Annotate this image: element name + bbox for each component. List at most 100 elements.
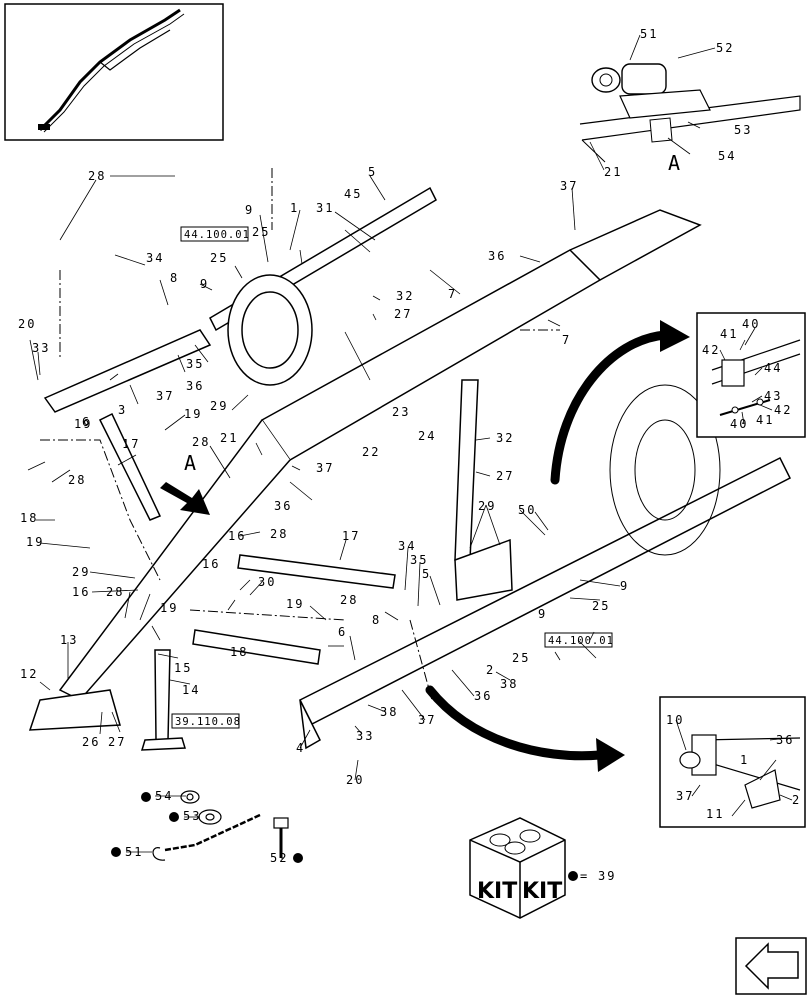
callout-1b: 1: [740, 753, 749, 767]
callout-25-top: 25: [252, 225, 270, 239]
callout-9b: 9: [200, 277, 209, 291]
callout-8: 8: [170, 271, 179, 285]
callout-22: 22: [362, 445, 380, 459]
callout-2b: 2: [792, 793, 801, 807]
callout-27c: 27: [108, 735, 126, 749]
phantom-lines: [40, 168, 560, 701]
svg-text:44.100.01: 44.100.01: [184, 229, 250, 241]
callout-35b: 35: [410, 553, 428, 567]
kit-box-label-right: KIT: [522, 879, 562, 904]
svg-text:39.110.08: 39.110.08: [175, 716, 241, 728]
ref-box-b[interactable]: 44.100.01: [544, 632, 614, 648]
callout-29c: 29: [478, 499, 496, 513]
callout-30: 30: [258, 575, 276, 589]
callout-24: 24: [418, 429, 436, 443]
detail-inset-swivel: [579, 63, 801, 163]
callout-31: 31: [316, 201, 334, 215]
callout-9c: 9: [620, 579, 629, 593]
callout-54: 54: [718, 149, 736, 163]
callout-48: 53: [183, 809, 201, 823]
callout-29: 29: [210, 399, 228, 413]
ref-box-a[interactable]: 44.100.01: [180, 226, 250, 242]
kit-legend-equals: =: [580, 869, 589, 883]
callout-labels: 28 1 31 45 5 9 25 25 9 51 52 53 54 21 37…: [18, 27, 801, 883]
kit-box-icon: KIT KIT: [469, 817, 566, 919]
callout-42: 42: [702, 343, 720, 357]
detail-inset-bracket: [659, 696, 806, 828]
callout-8b: 8: [372, 613, 381, 627]
section-label-detail: A: [668, 151, 680, 175]
callout-37d: 37: [676, 789, 694, 803]
callout-37b: 37: [316, 461, 334, 475]
section-label-main: A: [184, 451, 196, 475]
callout-36-top: 36: [488, 249, 506, 263]
callout-28c: 28: [68, 473, 86, 487]
callout-18: 18: [20, 511, 38, 525]
callout-14: 14: [182, 683, 200, 697]
callout-10: 10: [666, 713, 684, 727]
callout-50: 50: [518, 503, 536, 517]
callout-49: 54: [155, 789, 173, 803]
callout-29b: 29: [72, 565, 90, 579]
callout-13: 13: [60, 633, 78, 647]
callout-40: 40: [742, 317, 760, 331]
callout-41b: 41: [756, 413, 774, 427]
callout-21: 21: [220, 431, 238, 445]
callout-32: 32: [396, 289, 414, 303]
callout-20: 20: [18, 317, 36, 331]
callout-36: 36: [186, 379, 204, 393]
callout-4: 4: [296, 741, 305, 755]
callout-21-detail: 21: [604, 165, 622, 179]
callout-34b: 34: [398, 539, 416, 553]
callout-53: 53: [734, 123, 752, 137]
callout-38: 38: [500, 677, 518, 691]
callout-2: 2: [486, 663, 495, 677]
back-arrow-icon[interactable]: [735, 937, 807, 995]
callout-37: 37: [156, 389, 174, 403]
kit-markers: [111, 792, 578, 881]
callout-7b: 7: [562, 333, 571, 347]
callout-5: 5: [368, 165, 377, 179]
callout-19b: 19: [74, 417, 92, 431]
callout-19e: 19: [286, 597, 304, 611]
callout-51: 51: [640, 27, 658, 41]
callout-33b: 33: [356, 729, 374, 743]
callout-15: 15: [174, 661, 192, 675]
callout-27b: 27: [496, 469, 514, 483]
callout-7: 7: [448, 287, 457, 301]
callout-3: 3: [118, 403, 127, 417]
main-frame: [28, 186, 792, 751]
callout-28d: 28: [270, 527, 288, 541]
callout-27: 27: [394, 307, 412, 321]
callout-37c: 37: [418, 713, 436, 727]
callout-42b: 42: [774, 403, 792, 417]
callout-11: 11: [706, 807, 724, 821]
callout-28e: 28: [106, 585, 124, 599]
detail-inset-shafts: [696, 312, 806, 438]
callout-47: 52: [270, 851, 288, 865]
overview-thumbnail: [4, 3, 224, 141]
callout-39: 39: [598, 869, 616, 883]
callout-46: 51: [125, 845, 143, 859]
callout-18b: 18: [230, 645, 248, 659]
callout-32b: 32: [496, 431, 514, 445]
callout-28f: 28: [340, 593, 358, 607]
callout-26: 26: [82, 735, 100, 749]
callout-28: 28: [88, 169, 106, 183]
callout-45: 45: [344, 187, 362, 201]
arrowheads: [596, 320, 690, 772]
callout-44: 44: [764, 361, 782, 375]
callout-17: 17: [122, 437, 140, 451]
callout-19c: 19: [26, 535, 44, 549]
callout-40b: 40: [730, 417, 748, 431]
callout-35: 35: [186, 357, 204, 371]
callout-52: 52: [716, 41, 734, 55]
ref-box-c[interactable]: 39.110.08: [171, 713, 241, 729]
callout-43: 43: [764, 389, 782, 403]
callout-5b: 5: [422, 567, 431, 581]
callout-16c: 16: [202, 557, 220, 571]
callout-20b: 20: [346, 773, 364, 787]
callout-36c: 36: [474, 689, 492, 703]
callout-16: 16: [72, 585, 90, 599]
